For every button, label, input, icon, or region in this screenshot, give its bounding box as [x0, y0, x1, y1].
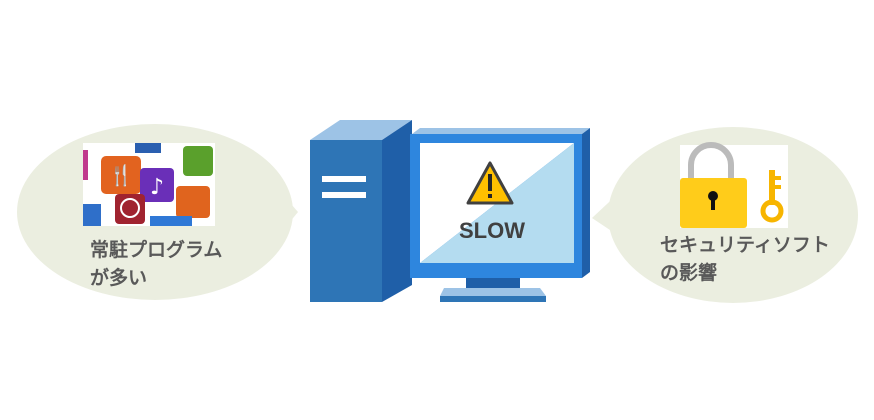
right-bubble-line2: の影響	[660, 262, 718, 284]
svg-text:♪: ♪	[150, 175, 164, 200]
app-icons-image: 🍴 ♪	[83, 143, 215, 226]
warning-icon	[466, 161, 514, 205]
right-bubble-line1: セキュリティソフト	[660, 234, 830, 256]
left-bubble-line2: が多い	[90, 267, 148, 289]
slow-label: SLOW	[459, 218, 525, 243]
svg-text:🍴: 🍴	[109, 163, 134, 187]
padlock-key-image	[680, 142, 788, 228]
right-bubble-text: セキュリティソフト の影響	[660, 231, 830, 287]
monitor	[410, 128, 590, 302]
left-bubble-line1: 常駐プログラム	[90, 239, 223, 261]
left-bubble-text: 常駐プログラム が多い	[90, 236, 222, 292]
pc-tower	[310, 120, 412, 302]
